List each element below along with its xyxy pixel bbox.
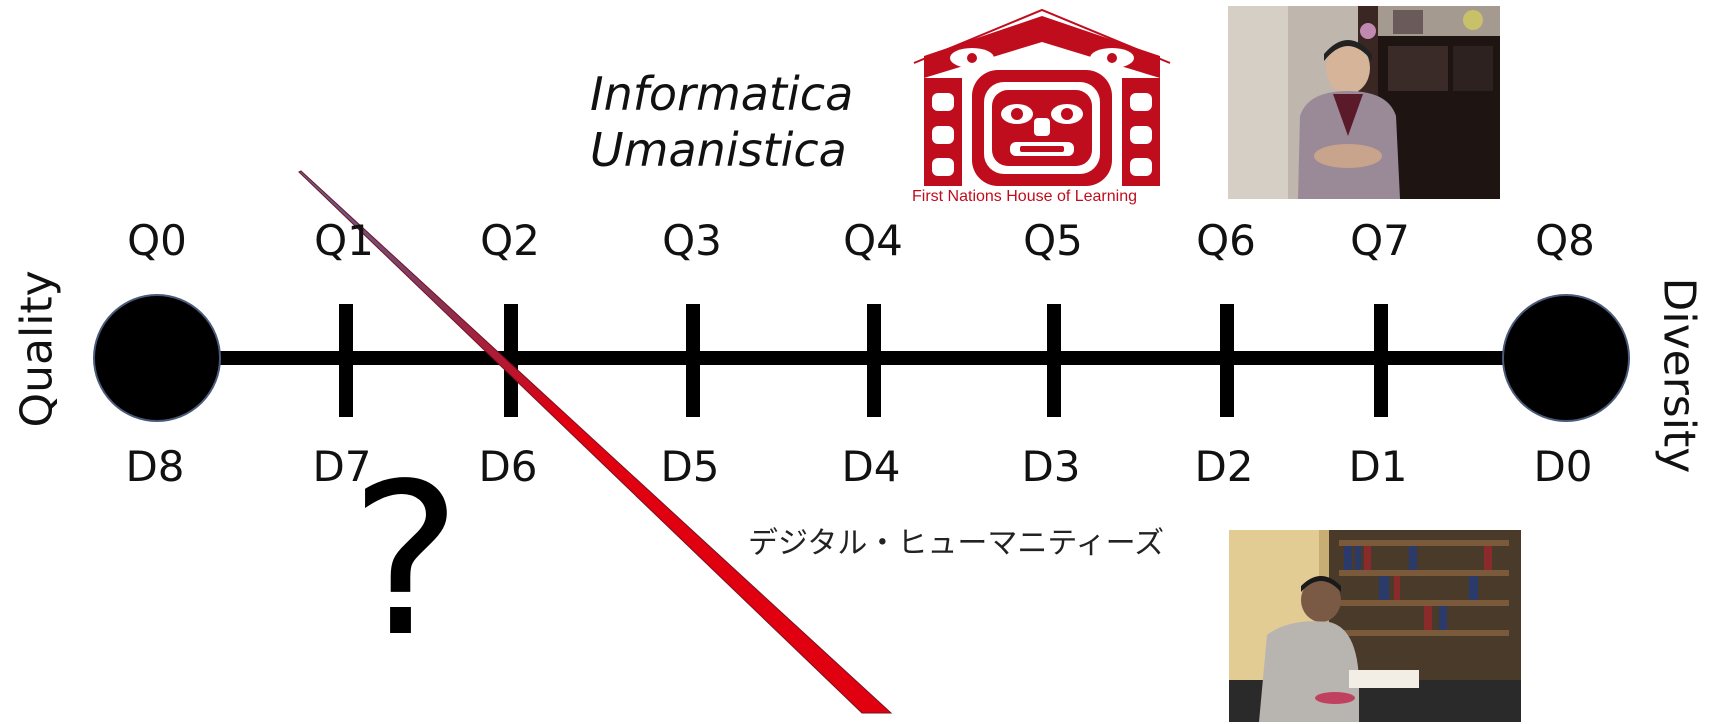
q-label-2: Q2: [480, 216, 540, 265]
digital-humanities-japanese: デジタル・ヒューマニティーズ: [748, 526, 1165, 561]
diversity-end-circle: [1502, 294, 1630, 422]
d-label-0: D8: [125, 442, 185, 491]
seated-woman-image: [1228, 6, 1500, 199]
portrait-photo: [1228, 6, 1500, 199]
q-label-5: Q5: [1023, 216, 1083, 265]
diversity-label: Diversity: [1653, 277, 1705, 474]
quality-label: Quality: [11, 270, 63, 428]
q-label-3: Q3: [662, 216, 722, 265]
d-label-6: D2: [1194, 442, 1254, 491]
d-label-5: D3: [1021, 442, 1081, 491]
diagonal-slash: [298, 170, 893, 714]
q-label-7: Q7: [1350, 216, 1410, 265]
library-student-photo: [1229, 530, 1521, 722]
title-informatica: Informatica: [590, 67, 854, 121]
library-study-image: [1229, 530, 1521, 722]
q-label-6: Q6: [1196, 216, 1256, 265]
title-umanistica: Umanistica: [590, 123, 847, 177]
logo-caption: First Nations House of Learning: [912, 188, 1137, 205]
d-label-4: D4: [841, 442, 901, 491]
q-label-4: Q4: [843, 216, 903, 265]
longhouse-mask-icon: [913, 8, 1171, 186]
q-label-1: Q1: [314, 216, 374, 265]
axis-ticks: [339, 304, 1388, 417]
d-label-1: D7: [312, 442, 372, 491]
q-label-8: Q8: [1535, 216, 1595, 265]
q-label-0: Q0: [127, 216, 187, 265]
d-label-2: D6: [478, 442, 538, 491]
d-label-7: D1: [1348, 442, 1408, 491]
first-nations-house-logo: First Nations House of Learning: [912, 8, 1172, 208]
d-label-8: D0: [1533, 442, 1593, 491]
d-label-3: D5: [660, 442, 720, 491]
quality-end-circle: [93, 294, 221, 422]
question-mark: ?: [350, 438, 462, 683]
